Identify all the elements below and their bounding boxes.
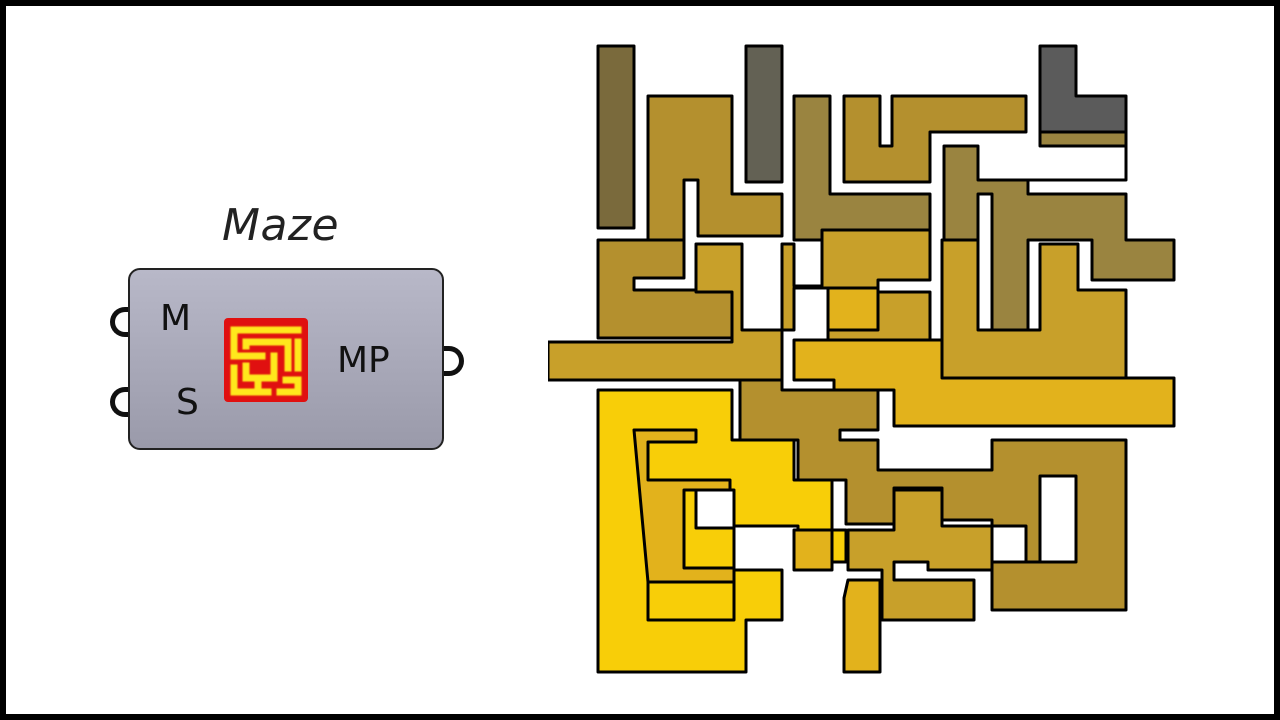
- maze-corridor-3: [1038, 44, 1128, 134]
- input-label-m: M: [160, 298, 192, 339]
- maze-corridor-17: [846, 488, 994, 622]
- maze-icon: [222, 316, 310, 404]
- output-grip-mp[interactable]: [442, 346, 464, 376]
- maze-corridor-10: [826, 286, 880, 332]
- input-grip-m[interactable]: [110, 307, 132, 337]
- maze-corridor-1: [596, 44, 636, 230]
- maze-corridor-13: [738, 378, 1128, 612]
- maze-corridor-6: [792, 94, 932, 242]
- maze-corridor-2: [744, 44, 784, 184]
- maze-corridor-7: [942, 130, 1176, 332]
- maze-corridor-8: [596, 238, 736, 340]
- maze-corridor-19: [646, 580, 736, 622]
- maze-corridor-5: [842, 94, 1028, 184]
- input-label-s: S: [176, 382, 199, 423]
- maze-corridor-18: [792, 528, 834, 572]
- icon-path: [230, 326, 302, 396]
- input-grip-s[interactable]: [110, 387, 132, 417]
- output-label-mp: MP: [337, 340, 390, 381]
- maze-diagram: [548, 44, 1176, 674]
- maze-corridor-9: [548, 228, 932, 382]
- maze-corridor-12: [792, 338, 1176, 428]
- maze-corridor-16: [842, 578, 882, 674]
- component-title: Maze: [222, 200, 340, 251]
